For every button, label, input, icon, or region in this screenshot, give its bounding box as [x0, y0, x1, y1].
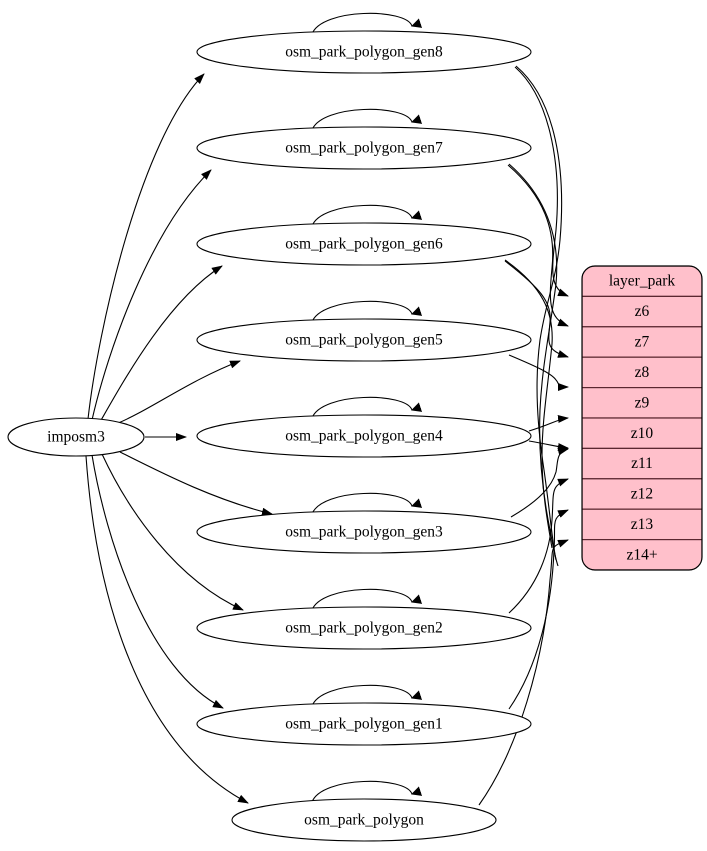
self-loop-gen3	[311, 492, 423, 515]
gen4-ellipse[interactable]	[196, 414, 532, 458]
imposm3-ellipse[interactable]	[7, 417, 145, 457]
gen4-label: osm_park_polygon_gen4	[285, 428, 443, 445]
gen7-label: osm_park_polygon_gen7	[285, 140, 443, 157]
layer-park-header-label: layer_park	[609, 273, 676, 290]
layer-park-row-z6[interactable]: z6	[582, 295, 702, 328]
edges-to-layer-park	[478, 65, 569, 806]
gen3-ellipse[interactable]	[196, 510, 532, 554]
edges-from-imposm3	[85, 73, 273, 804]
row-label-z8: z8	[635, 364, 650, 381]
node-osm-park-polygon[interactable]: osm_park_polygon	[231, 798, 497, 842]
edge-imposm3-to-gen7	[91, 169, 212, 421]
row-label-z11: z11	[631, 455, 653, 472]
layer-park-header-cell	[582, 266, 702, 297]
node-osm-park-polygon-gen8[interactable]: osm_park_polygon_gen8	[196, 30, 532, 74]
self-loop-gen7	[311, 108, 423, 131]
layer-park-row-z10[interactable]: z10	[582, 417, 702, 449]
node-osm-park-polygon-gen1[interactable]: osm_park_polygon_gen1	[196, 702, 532, 746]
gen6-ellipse[interactable]	[196, 222, 532, 266]
node-osm-park-polygon-gen5[interactable]: osm_park_polygon_gen5	[196, 318, 532, 362]
node-osm-park-polygon-gen6[interactable]: osm_park_polygon_gen6	[196, 222, 532, 266]
gen2-ellipse[interactable]	[196, 606, 532, 650]
edge-imposm3-to-gen3	[119, 451, 273, 516]
node-osm-park-polygon-gen4[interactable]: osm_park_polygon_gen4	[196, 414, 532, 458]
gen6-label: osm_park_polygon_gen6	[285, 236, 443, 253]
layer-park-row-z9[interactable]: z9	[582, 387, 702, 419]
edge-osm-park-polygon-to-z14	[478, 539, 569, 806]
row-cell-z11[interactable]	[582, 447, 702, 480]
edge-imposm3-to-osm-park-polygon	[85, 455, 249, 804]
layer-park-outline	[581, 265, 703, 571]
edge-gen5-to-z9	[508, 354, 569, 391]
layer-park-row-z7[interactable]: z7	[582, 326, 702, 358]
edge-gen8-to-z6	[514, 66, 569, 297]
layer-park-header-row: layer_park	[582, 266, 702, 297]
edge-gutter-strand-b	[508, 163, 559, 567]
self-loop-edges	[311, 12, 423, 803]
row-cell-z10[interactable]	[582, 417, 702, 449]
edge-imposm3-to-gen1	[91, 454, 224, 709]
edge-gen3-to-z11	[528, 440, 569, 451]
edge-gutter-strand-c	[504, 259, 553, 549]
gen8-ellipse[interactable]	[196, 30, 532, 74]
layer-park-row-z11[interactable]: z11	[582, 447, 702, 480]
edge-imposm3-to-gen2	[101, 453, 244, 611]
self-loop-gen8	[311, 12, 423, 35]
layer-park-row-z13[interactable]: z13	[582, 508, 702, 541]
osm-park-polygon-label: osm_park_polygon	[304, 812, 424, 829]
layer-park-row-z8[interactable]: z8	[582, 356, 702, 389]
node-imposm3[interactable]: imposm3	[7, 417, 145, 457]
layer-park-row-z14plus[interactable]: z14+	[582, 538, 702, 570]
self-loop-osm-park-polygon	[311, 780, 423, 803]
self-loop-gen1	[311, 684, 423, 707]
row-label-z7: z7	[635, 334, 650, 351]
row-cell-z8[interactable]	[582, 356, 702, 389]
row-cell-z13[interactable]	[582, 508, 702, 541]
node-osm-park-polygon-gen2[interactable]: osm_park_polygon_gen2	[196, 606, 532, 650]
edge-imposm3-to-gen6	[99, 265, 223, 423]
row-label-z14plus: z14+	[626, 546, 657, 563]
gen5-ellipse[interactable]	[196, 318, 532, 362]
layer-park-table[interactable]: layer_park z6 z7 z8	[581, 265, 703, 571]
row-label-z9: z9	[635, 394, 650, 411]
edge-gutter-strand-a	[515, 65, 563, 561]
self-loop-gen6	[311, 204, 423, 227]
gen1-ellipse[interactable]	[196, 702, 532, 746]
row-label-z6: z6	[635, 303, 650, 320]
edge-gen2-to-z12	[508, 478, 569, 614]
layer-park-row-z12[interactable]: z12	[582, 478, 702, 510]
row-cell-z9[interactable]	[582, 387, 702, 419]
gen5-label: osm_park_polygon_gen5	[285, 332, 443, 349]
self-loop-gen5	[311, 300, 423, 323]
gen8-label: osm_park_polygon_gen8	[285, 44, 443, 61]
gen2-label: osm_park_polygon_gen2	[285, 620, 443, 637]
node-osm-park-polygon-gen3[interactable]: osm_park_polygon_gen3	[196, 510, 532, 554]
row-label-z10: z10	[631, 425, 654, 442]
graph-nodes: imposm3 osm_park_polygon_gen8 osm_park_p…	[7, 30, 532, 842]
edge-imposm3-to-gen5	[115, 360, 241, 425]
self-loop-gen4	[311, 396, 423, 419]
gen3-label: osm_park_polygon_gen3	[285, 524, 443, 541]
gen1-label: osm_park_polygon_gen1	[285, 716, 443, 733]
gen7-ellipse[interactable]	[196, 126, 532, 170]
osm-park-polygon-ellipse[interactable]	[231, 798, 497, 842]
edge-gen4-to-z10	[528, 415, 569, 432]
self-loop-gen2	[311, 588, 423, 611]
edge-gen3-to-z11-route	[510, 447, 569, 518]
edge-imposm3-to-gen8	[87, 73, 205, 420]
edge-gen7-to-z7	[507, 164, 569, 327]
row-label-z12: z12	[631, 486, 653, 503]
node-osm-park-polygon-gen7[interactable]: osm_park_polygon_gen7	[196, 126, 532, 170]
imposm3-label: imposm3	[47, 429, 105, 446]
edge-gen1-to-z13	[508, 509, 569, 710]
row-label-z13: z13	[631, 516, 654, 533]
